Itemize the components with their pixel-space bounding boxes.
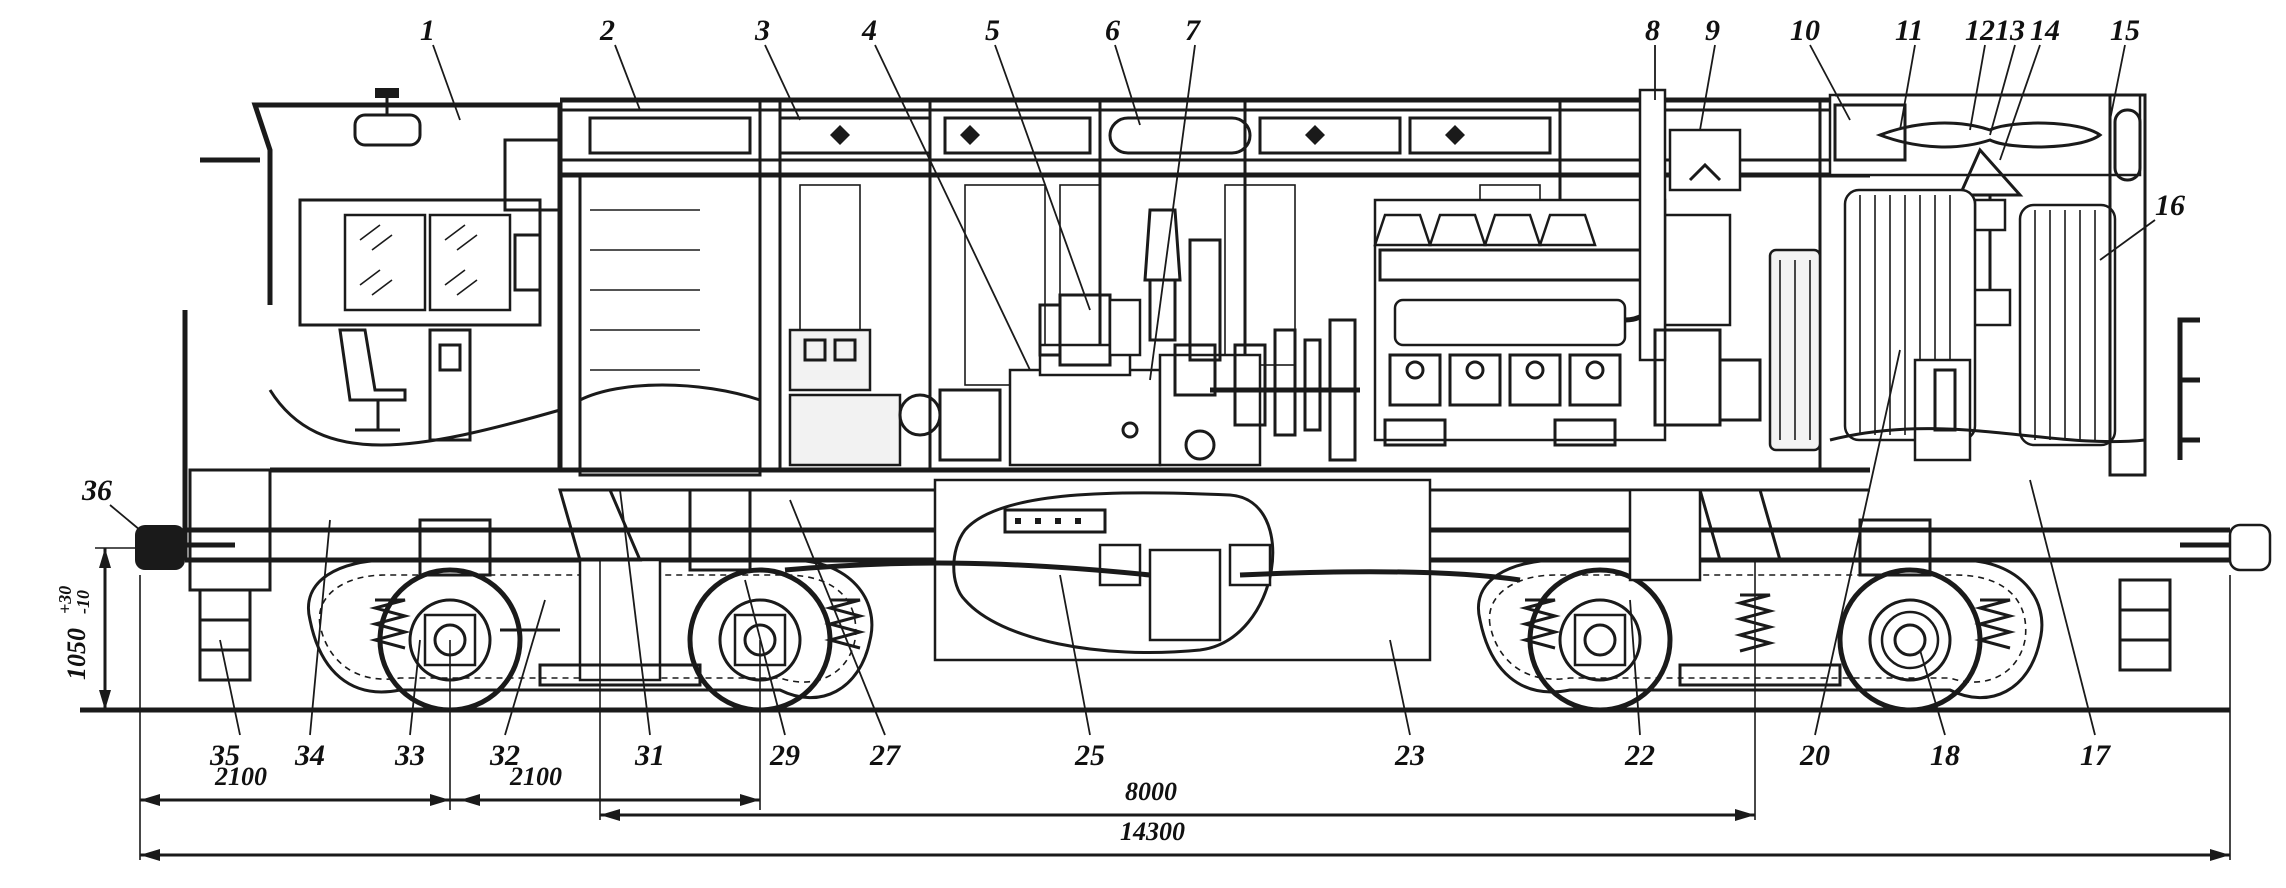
fuel-tank [784,478,1521,662]
callout-31: 31 [634,739,665,772]
callout-labels: 1 2 3 4 5 6 7 8 9 10 11 12 13 14 15 16 1… [81,14,2185,772]
callout-36: 36 [81,474,112,507]
bogie-front [307,488,874,713]
dim-2100-right: 2100 [509,762,562,791]
cardan-cutaway [952,491,1275,655]
cab [182,88,563,592]
exhaust-stack [1638,88,1667,362]
electrical-equipment [788,208,1360,467]
callout-35: 35 [209,739,240,772]
callout-29: 29 [769,739,800,772]
diesel-engine [1373,88,1822,452]
dim-1050-tol-minus: -10 [73,590,93,614]
callout-2: 2 [599,14,615,47]
callout-22: 22 [1624,739,1655,772]
callout-9: 9 [1705,14,1720,47]
callout-33: 33 [394,739,425,772]
callout-11: 11 [1895,14,1923,47]
callout-34: 34 [294,739,325,772]
callout-8: 8 [1645,14,1660,47]
bogie-rear [1477,488,2044,713]
cooling-fan [1875,121,2103,149]
callout-20: 20 [1799,739,1830,772]
front-coupler [135,525,185,570]
cooling-section [1828,93,2147,477]
callout-17: 17 [2080,739,2111,772]
callout-10: 10 [1790,14,1820,47]
traction-generator [1008,368,1162,467]
dim-1050: 1050 [62,628,91,680]
couplers [135,317,2272,682]
dimension-lines [80,547,2231,861]
bogie-rear-frame [1477,558,2044,700]
exciter [788,328,872,392]
rear-coupler [2228,523,2272,572]
dim-1050-group: 1050 +30 -10 [55,586,93,680]
callout-27: 27 [869,739,901,772]
callout-6: 6 [1105,14,1120,47]
callout-1: 1 [420,14,435,47]
turbocharger [1663,213,1732,327]
cab-window-right [428,213,512,312]
callout-18: 18 [1930,739,1960,772]
roof-silencer [1108,116,1252,155]
air-reservoir [1143,208,1182,282]
callout-14: 14 [2030,14,2060,47]
cab-window-left [343,213,427,312]
callout-16: 16 [2155,189,2185,222]
callout-5: 5 [985,14,1000,47]
dim-1050-tol-plus: +30 [55,586,75,614]
bogie-front-frame [307,558,874,700]
callout-3: 3 [754,14,770,47]
callout-13: 13 [1995,14,2025,47]
callout-12: 12 [1965,14,1995,47]
callout-4: 4 [861,14,877,47]
callout-7: 7 [1185,14,1201,47]
radiator-right [2018,203,2117,447]
driver-seat [338,328,407,402]
callout-23: 23 [1394,739,1425,772]
cab-panel [513,233,542,292]
dim-2100-left: 2100 [214,762,267,791]
exhaust-manifold [1393,298,1627,347]
dim-14300: 14300 [1120,817,1185,846]
callout-15: 15 [2110,14,2140,47]
callout-25: 25 [1074,739,1105,772]
callout-32: 32 [489,739,520,772]
leader-lines [109,44,2156,736]
dim-8000: 8000 [1125,777,1177,806]
